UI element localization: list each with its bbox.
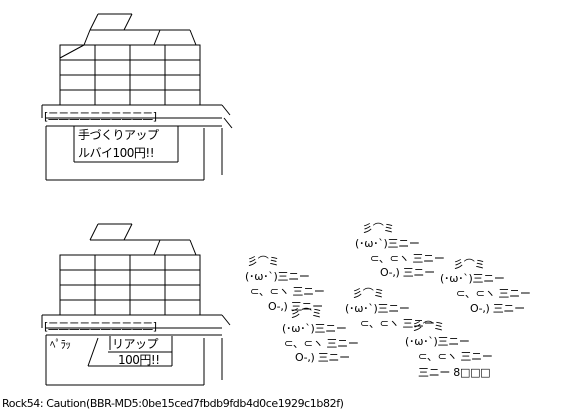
char-5-feet: O-,) 三ニー: [295, 351, 350, 364]
char-5-face: (･ω･`)三ニー: [282, 322, 347, 335]
char-3-head: 彡⌒ミ: [453, 258, 486, 271]
sound-effect: ﾍﾟﾗｯ: [50, 338, 71, 351]
top-stand-frame: [41, 104, 233, 181]
char-2-feet: O-,) 三ニー: [268, 300, 323, 313]
char-1-hands: ⊂、⊂ヽ 三ニー: [370, 252, 445, 265]
stand-border-top: [二二二二二二二二二二]: [44, 110, 157, 123]
char-5-head: 彡⌒ミ: [290, 307, 323, 320]
char-6-face: (･ω･`)三ニー: [405, 335, 470, 348]
bottom-sign-line2: 100円!!: [118, 353, 160, 367]
char-1-feet: O-,) 三ニー: [380, 266, 435, 279]
footer-caution: Rock54: Caution(BBR-MD5:0be15ced7fbdb9fd…: [2, 397, 344, 410]
char-4-face: (･ω･`)三ニー: [345, 302, 410, 315]
char-4-hands: ⊂、⊂ヽ 三ニー: [360, 317, 435, 330]
char-6-hands: ⊂、⊂ヽ 三ニー: [418, 350, 493, 363]
char-1-head: 彡⌒ミ: [362, 222, 395, 235]
char-3-face: (･ω･`)三ニー: [440, 272, 505, 285]
char-2-head: 彡⌒ミ: [247, 255, 280, 268]
bottom-sign-line1: リアップ: [112, 337, 159, 351]
stand-border-bottom: [二二二二二二二二二二]: [44, 320, 157, 333]
char-2-face: (･ω･`)三ニー: [245, 270, 310, 283]
char-5-hands: ⊂、⊂ヽ 三ニー: [284, 337, 359, 350]
bottom-stand-frame: [41, 314, 231, 386]
char-4-head: 彡⌒ミ: [352, 287, 385, 300]
char-6-head: 彡⌒ミ: [412, 320, 445, 333]
char-3-feet: O-,) 三ニー: [470, 302, 525, 315]
bottom-box-stack: [59, 223, 201, 316]
top-sign-line1: 手づくりアップ: [78, 128, 159, 142]
top-box-stack: [59, 13, 201, 106]
top-sign-line2: ルバイ100円!!: [78, 146, 155, 160]
char-3-hands: ⊂、⊂ヽ 三ニー: [456, 287, 531, 300]
char-2-hands: ⊂、⊂ヽ 三ニー: [250, 285, 325, 298]
char-1-face: (･ω･`)三ニー: [355, 237, 420, 250]
char-6-trail: 三ニー 8□□□: [418, 366, 491, 379]
